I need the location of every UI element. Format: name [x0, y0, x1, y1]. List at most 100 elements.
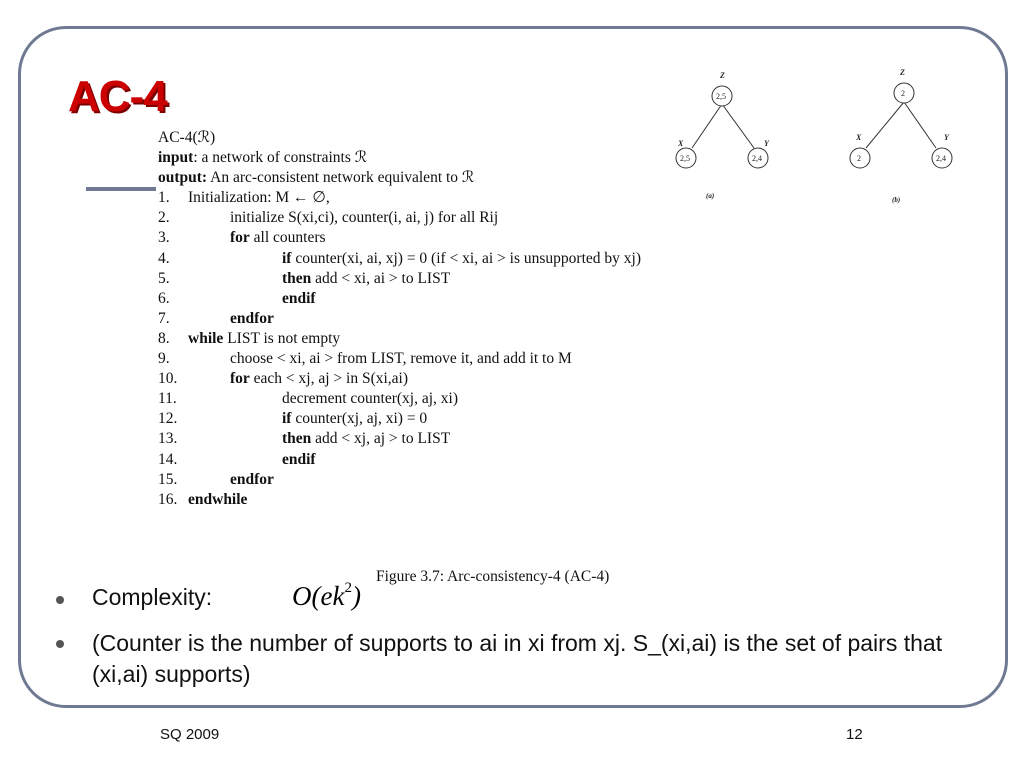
figure-caption: Figure 3.7: Arc-consistency-4 (AC-4) [376, 568, 610, 585]
line-text: each < xj, aj > in S(xi,ai) [249, 370, 409, 388]
complexity-formula: O(ek2) [292, 580, 361, 612]
line-text: all counters [249, 229, 326, 247]
graph-a-label: (a) [706, 192, 714, 200]
algorithm-line: 10. for each < xj, aj > in S(xi,ai) [158, 369, 818, 389]
algorithm-line: 3. for all counters [158, 228, 818, 248]
algorithm-line: 4. if counter(xi, ai, xj) = 0 (if < xi, a… [158, 249, 818, 269]
algorithm-line: 12.if counter(xj, aj, xi) = 0 [158, 409, 818, 429]
line-text: initialize S(xi,ci), counter(i, ai, j) f… [230, 209, 499, 227]
line-text: decrement counter(xj, aj, xi) [282, 390, 459, 408]
line-keyword: endfor [230, 470, 274, 488]
graph-b-right-var: Y [944, 133, 950, 142]
input-text: : a network of constraints ℛ [193, 149, 368, 167]
line-number: 9. [158, 350, 170, 368]
algorithm-line: 16. endwhile [158, 490, 818, 510]
line-text: LIST is not empty [223, 329, 341, 347]
line-number: 1. [158, 189, 170, 207]
output-text: An arc-consistent network equivalent to … [207, 169, 475, 187]
algorithm-line: 9. choose < xi, ai > from LIST, remove it… [158, 349, 818, 369]
algorithm-line: 6. endif [158, 289, 818, 309]
line-code: then add < xi, ai > to LIST [282, 269, 450, 289]
line-text: counter(xi, ai, xj) = 0 (if < xi, ai > i… [291, 249, 641, 267]
algorithm-line: 2. initialize S(xi,ci), counter(i, ai, j)… [158, 208, 818, 228]
line-keyword: for [230, 229, 250, 247]
algorithm-line: 14. endif [158, 450, 818, 470]
line-keyword: endfor [230, 309, 274, 327]
line-code: endfor [230, 309, 274, 329]
line-number: 6. [158, 289, 170, 307]
line-code: Initialization: M ← ∅, [188, 188, 330, 208]
line-code: if counter(xj, aj, xi) = 0 [282, 409, 427, 429]
line-number: 3. [158, 229, 170, 247]
formula-base: O(ek [292, 581, 345, 611]
line-keyword: if [282, 249, 292, 267]
algorithm-line: 1. Initialization: M ← ∅, [158, 188, 818, 208]
line-number: 2. [158, 209, 170, 227]
line-keyword: then [282, 269, 312, 287]
graph-a-top-val: 2,5 [716, 92, 726, 101]
line-code: endfor [230, 470, 274, 490]
graph-a-right-val: 2,4 [752, 154, 762, 163]
algorithm-header-row: AC-4(ℛ) [158, 128, 818, 148]
graph-a-top-var: Z [719, 71, 725, 80]
line-keyword: while [188, 329, 224, 347]
line-number: 13. [158, 430, 178, 448]
line-number: 5. [158, 269, 170, 287]
graph-b-left-var: X [855, 133, 862, 142]
slide-title: AC-4 [68, 72, 168, 121]
graph-b-right-val: 2,4 [936, 154, 946, 163]
output-label: output: [158, 169, 208, 187]
footer-label: SQ 2009 [160, 726, 220, 743]
graph-a: Z 2,5 X 2,5 Y 2,4 (a) [675, 71, 770, 200]
line-number: 15. [158, 470, 178, 488]
complexity-label: Complexity: [92, 584, 213, 610]
bullet-dot-icon [56, 596, 64, 604]
algorithm-line: 5. then add < xi, ai > to LIST [158, 269, 818, 289]
line-code: then add < xj, aj > to LIST [282, 429, 450, 449]
line-number: 14. [158, 450, 178, 468]
graph-a-left-var: X [677, 139, 684, 148]
algorithm-header: AC-4(ℛ) [158, 129, 216, 146]
line-keyword: for [230, 370, 250, 388]
input-label: input [158, 149, 194, 167]
algorithm-line: 13. then add < xj, aj > to LIST [158, 429, 818, 449]
line-keyword: then [282, 430, 312, 448]
line-number: 7. [158, 309, 170, 327]
line-code: initialize S(xi,ci), counter(i, ai, j) f… [230, 208, 498, 228]
line-keyword: endif [282, 450, 316, 468]
algorithm-output-row: output: An arc-consistent network equiva… [158, 168, 818, 188]
algorithm-listing: AC-4(ℛ) input: a network of constraints … [158, 128, 818, 510]
line-text: counter(xj, aj, xi) = 0 [291, 410, 428, 428]
line-text: choose < xi, ai > from LIST, remove it, … [230, 350, 572, 368]
algorithm-line: 8. while LIST is not empty [158, 329, 818, 349]
algorithm-line: 7. endfor [158, 309, 818, 329]
bullet-dot-icon [56, 640, 64, 648]
algorithm-lines: 1. Initialization: M ← ∅, 2. initialize S(x… [158, 188, 818, 510]
line-number: 16. [158, 490, 178, 508]
line-number: 11. [158, 390, 177, 408]
line-code: if counter(xi, ai, xj) = 0 (if < xi, ai … [282, 249, 641, 269]
line-number: 4. [158, 249, 170, 267]
line-code: while LIST is not empty [188, 329, 340, 349]
algorithm-input-row: input: a network of constraints ℛ [158, 148, 818, 168]
line-keyword: endif [282, 289, 316, 307]
line-code: endif [282, 289, 316, 309]
slide-frame [18, 26, 1008, 708]
algorithm-line: 15. endfor [158, 470, 818, 490]
line-keyword: endwhile [188, 490, 248, 508]
graph-b: Z 2 X 2 Y 2,4 (b) [849, 68, 953, 204]
graph-b-top-var: Z [899, 68, 905, 77]
graph-a-right-var: Y [764, 139, 770, 148]
graph-a-left-val: 2,5 [680, 154, 690, 163]
line-text: add < xi, ai > to LIST [315, 269, 451, 287]
line-code: endif [282, 450, 316, 470]
page-number: 12 [846, 726, 863, 743]
line-code: for all counters [230, 228, 326, 248]
line-code: choose < xi, ai > from LIST, remove it, … [230, 349, 572, 369]
line-code: for each < xj, aj > in S(xi,ai) [230, 369, 408, 389]
line-number: 10. [158, 370, 178, 388]
line-text: add < xj, aj > to LIST [315, 430, 451, 448]
line-number: 8. [158, 329, 170, 347]
line-code: decrement counter(xj, aj, xi) [282, 389, 458, 409]
line-code: endwhile [188, 490, 247, 510]
